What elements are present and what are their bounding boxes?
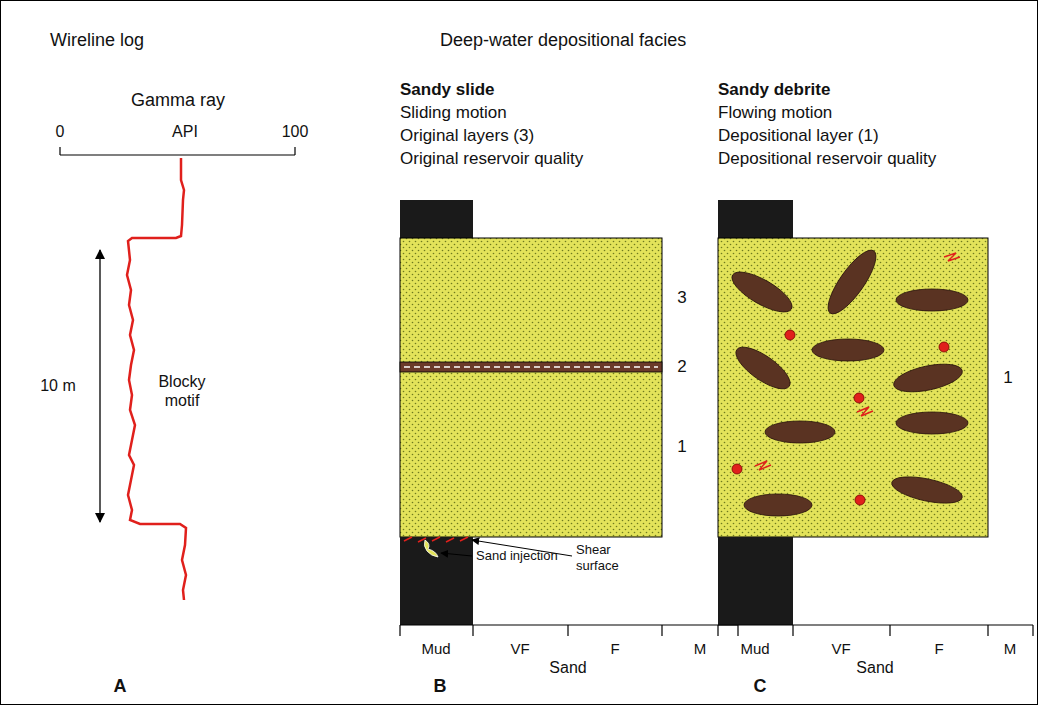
layer-number: 1 (677, 437, 686, 457)
axis-title: Sand (549, 658, 586, 677)
shear-zigzags (755, 253, 960, 470)
log-motif-label: Blocky motif (150, 372, 214, 410)
callout-label: Sand injection (476, 548, 558, 564)
layer-number: 1 (1003, 368, 1012, 388)
grain-size-label: F (610, 640, 619, 658)
facies-note: Sliding motion (400, 103, 507, 123)
grain-size-label: VF (831, 640, 850, 658)
panel-letter: A (114, 676, 127, 698)
clasts-red (732, 330, 949, 505)
axis-title: Gamma ray (131, 90, 225, 112)
axis-tick-label: 100 (282, 122, 309, 141)
axis-tick-label: 0 (56, 122, 65, 141)
facies-note: Depositional layer (1) (718, 126, 879, 146)
panel-letter: C (754, 676, 767, 698)
grain-size-label: Mud (740, 640, 769, 658)
grain-size-label: VF (510, 640, 529, 658)
thickness-arrow (99, 250, 100, 522)
facies-note: Flowing motion (718, 103, 832, 123)
slide-column (400, 200, 662, 625)
facies-name: Sandy debrite (718, 80, 830, 100)
layer-number: 3 (677, 288, 686, 308)
facies-note: Depositional reservoir quality (718, 149, 936, 169)
grain-size-label: M (1004, 640, 1017, 658)
grain-axis-b (400, 625, 738, 636)
facies-note: Original reservoir quality (400, 149, 583, 169)
panel-heading: Wireline log (50, 30, 144, 52)
facies-note: Original layers (3) (400, 126, 534, 146)
dimension-label: 10 m (40, 376, 76, 395)
grain-size-label: Mud (421, 640, 450, 658)
panel-letter: B (434, 676, 447, 698)
callout-label: Shear surface (576, 542, 632, 573)
gamma-scale (60, 147, 295, 155)
grain-size-label: M (694, 640, 707, 658)
axis-title: Sand (856, 658, 893, 677)
grain-axis-c (718, 625, 1033, 636)
axis-unit: API (172, 122, 198, 141)
debrite-column (718, 200, 988, 625)
layer-number: 2 (677, 357, 686, 377)
panel-heading: Deep-water depositional facies (440, 30, 686, 52)
grain-size-label: F (934, 640, 943, 658)
mud-clasts (727, 244, 968, 516)
facies-name: Sandy slide (400, 80, 494, 100)
